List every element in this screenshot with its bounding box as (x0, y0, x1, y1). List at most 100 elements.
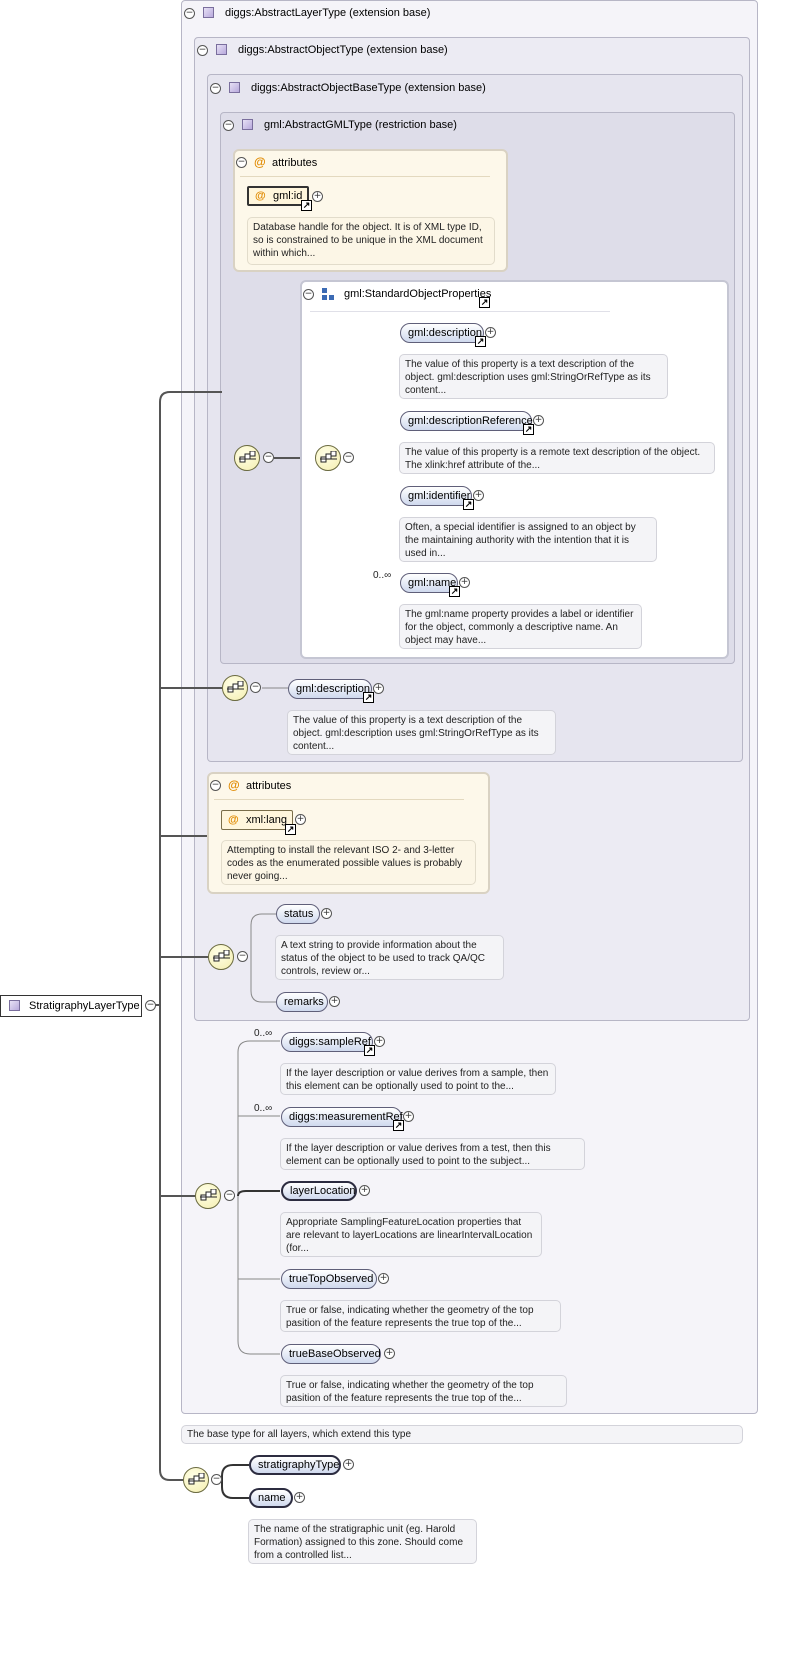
expand-toggle[interactable]: + (294, 1492, 305, 1503)
cardinality-label: 0..∞ (254, 1028, 273, 1039)
element-gml-description[interactable]: gml:description (400, 323, 484, 343)
expand-toggle[interactable]: + (312, 191, 323, 202)
gml-description-doc: The value of this property is a text des… (399, 354, 668, 399)
expand-toggle[interactable]: + (373, 683, 384, 694)
link-icon[interactable]: ↗ (523, 424, 534, 435)
ext3-title: diggs:AbstractObjectBaseType (extension … (251, 82, 486, 94)
ext2-title: diggs:AbstractObjectType (extension base… (238, 44, 448, 56)
attribute-gml-id[interactable]: @ gml:id (247, 186, 309, 206)
link-icon[interactable]: ↗ (301, 200, 312, 211)
xml-lang-doc: Attempting to install the relevant ISO 2… (221, 840, 476, 885)
collapse-toggle[interactable]: − (224, 1190, 235, 1201)
complex-type-icon (216, 44, 227, 55)
element-remarks[interactable]: remarks (276, 992, 328, 1012)
gml-name-doc: The gml:name property provides a label o… (399, 604, 642, 649)
expand-toggle[interactable]: + (378, 1273, 389, 1284)
cardinality-label: 0..∞ (373, 570, 392, 581)
attribute-icon: @ (254, 155, 266, 169)
element-gml-description-2[interactable]: gml:description (288, 679, 372, 699)
attribute-icon: @ (255, 190, 266, 202)
expand-toggle[interactable]: + (459, 577, 470, 588)
sequence-compositor-icon[interactable] (183, 1467, 209, 1493)
sequence-compositor-icon[interactable] (222, 675, 248, 701)
truetopobserved-doc: True or false, indicating whether the ge… (280, 1300, 561, 1332)
sampleref-doc: If the layer description or value derive… (280, 1063, 556, 1095)
measurementref-doc: If the layer description or value derive… (280, 1138, 585, 1170)
link-icon[interactable]: ↗ (449, 586, 460, 597)
element-name[interactable]: name (249, 1488, 293, 1508)
element-status[interactable]: status (276, 904, 320, 924)
sequence-compositor-icon[interactable] (315, 445, 341, 471)
collapse-toggle[interactable]: − (223, 120, 234, 131)
collapse-toggle[interactable]: − (145, 1000, 156, 1011)
collapse-toggle[interactable]: − (237, 951, 248, 962)
collapse-toggle[interactable]: − (184, 8, 195, 19)
sequence-compositor-icon[interactable] (195, 1183, 221, 1209)
link-icon[interactable]: ↗ (285, 824, 296, 835)
name-doc: The name of the stratigraphic unit (eg. … (248, 1519, 477, 1564)
element-gml-identifier[interactable]: gml:identifier (400, 486, 472, 506)
collapse-toggle[interactable]: − (263, 452, 274, 463)
collapse-toggle[interactable]: − (250, 682, 261, 693)
element-gml-name[interactable]: gml:name (400, 573, 458, 593)
element-truetopobserved[interactable]: trueTopObserved (281, 1269, 377, 1289)
gml-id-doc: Database handle for the object. It is of… (247, 217, 495, 265)
expand-toggle[interactable]: + (359, 1185, 370, 1196)
complex-type-icon (242, 119, 253, 130)
attributes-title: attributes (246, 780, 292, 792)
attribute-label: xml:lang (246, 814, 287, 826)
collapse-toggle[interactable]: − (343, 452, 354, 463)
attributes-title: attributes (272, 157, 318, 169)
element-gml-description-reference[interactable]: gml:descriptionReference (400, 411, 533, 431)
group-icon (322, 288, 336, 302)
status-doc: A text string to provide information abo… (275, 935, 504, 980)
link-icon[interactable]: ↗ (475, 336, 486, 347)
expand-toggle[interactable]: + (403, 1111, 414, 1122)
sequence-compositor-icon[interactable] (208, 944, 234, 970)
gml-description-reference-doc: The value of this property is a remote t… (399, 442, 715, 474)
collapse-toggle[interactable]: − (197, 45, 208, 56)
complex-type-icon (203, 7, 214, 18)
collapse-toggle[interactable]: − (210, 83, 221, 94)
sop-title: gml:StandardObjectProperties (344, 288, 492, 300)
attribute-xml-lang[interactable]: @ xml:lang (221, 810, 293, 830)
gml-description-2-doc: The value of this property is a text des… (287, 710, 556, 755)
collapse-toggle[interactable]: − (303, 289, 314, 300)
expand-toggle[interactable]: + (295, 814, 306, 825)
element-layerlocation[interactable]: layerLocation (281, 1181, 357, 1201)
root-label: StratigraphyLayerType (29, 1000, 140, 1012)
base-type-doc: The base type for all layers, which exte… (181, 1425, 743, 1444)
truebaseobserved-doc: True or false, indicating whether the ge… (280, 1375, 567, 1407)
attribute-icon: @ (228, 778, 240, 792)
attribute-icon: @ (228, 814, 239, 826)
link-icon[interactable]: ↗ (363, 692, 374, 703)
link-icon[interactable]: ↗ (479, 297, 490, 308)
root-complex-type[interactable]: StratigraphyLayerType (0, 995, 142, 1017)
gml-identifier-doc: Often, a special identifier is assigned … (399, 517, 657, 562)
expand-toggle[interactable]: + (384, 1348, 395, 1359)
expand-toggle[interactable]: + (473, 490, 484, 501)
sequence-compositor-icon[interactable] (234, 445, 260, 471)
expand-toggle[interactable]: + (533, 415, 544, 426)
element-truebaseobserved[interactable]: trueBaseObserved (281, 1344, 381, 1364)
complex-type-icon (9, 1000, 20, 1011)
element-diggs-sampleref[interactable]: diggs:sampleRef (281, 1032, 373, 1052)
complex-type-icon (229, 82, 240, 93)
expand-toggle[interactable]: + (321, 908, 332, 919)
link-icon[interactable]: ↗ (364, 1045, 375, 1056)
element-stratigraphytype[interactable]: stratigraphyType (249, 1455, 341, 1475)
ext1-title: diggs:AbstractLayerType (extension base) (225, 7, 431, 19)
link-icon[interactable]: ↗ (393, 1120, 404, 1131)
element-diggs-measurementref[interactable]: diggs:measurementRef (281, 1107, 403, 1127)
expand-toggle[interactable]: + (374, 1036, 385, 1047)
expand-toggle[interactable]: + (343, 1459, 354, 1470)
link-icon[interactable]: ↗ (463, 499, 474, 510)
collapse-toggle[interactable]: − (210, 780, 221, 791)
cardinality-label: 0..∞ (254, 1103, 273, 1114)
expand-toggle[interactable]: + (485, 327, 496, 338)
ext4-title: gml:AbstractGMLType (restriction base) (264, 119, 457, 131)
expand-toggle[interactable]: + (329, 996, 340, 1007)
collapse-toggle[interactable]: − (211, 1474, 222, 1485)
collapse-toggle[interactable]: − (236, 157, 247, 168)
attribute-label: gml:id (273, 190, 303, 202)
